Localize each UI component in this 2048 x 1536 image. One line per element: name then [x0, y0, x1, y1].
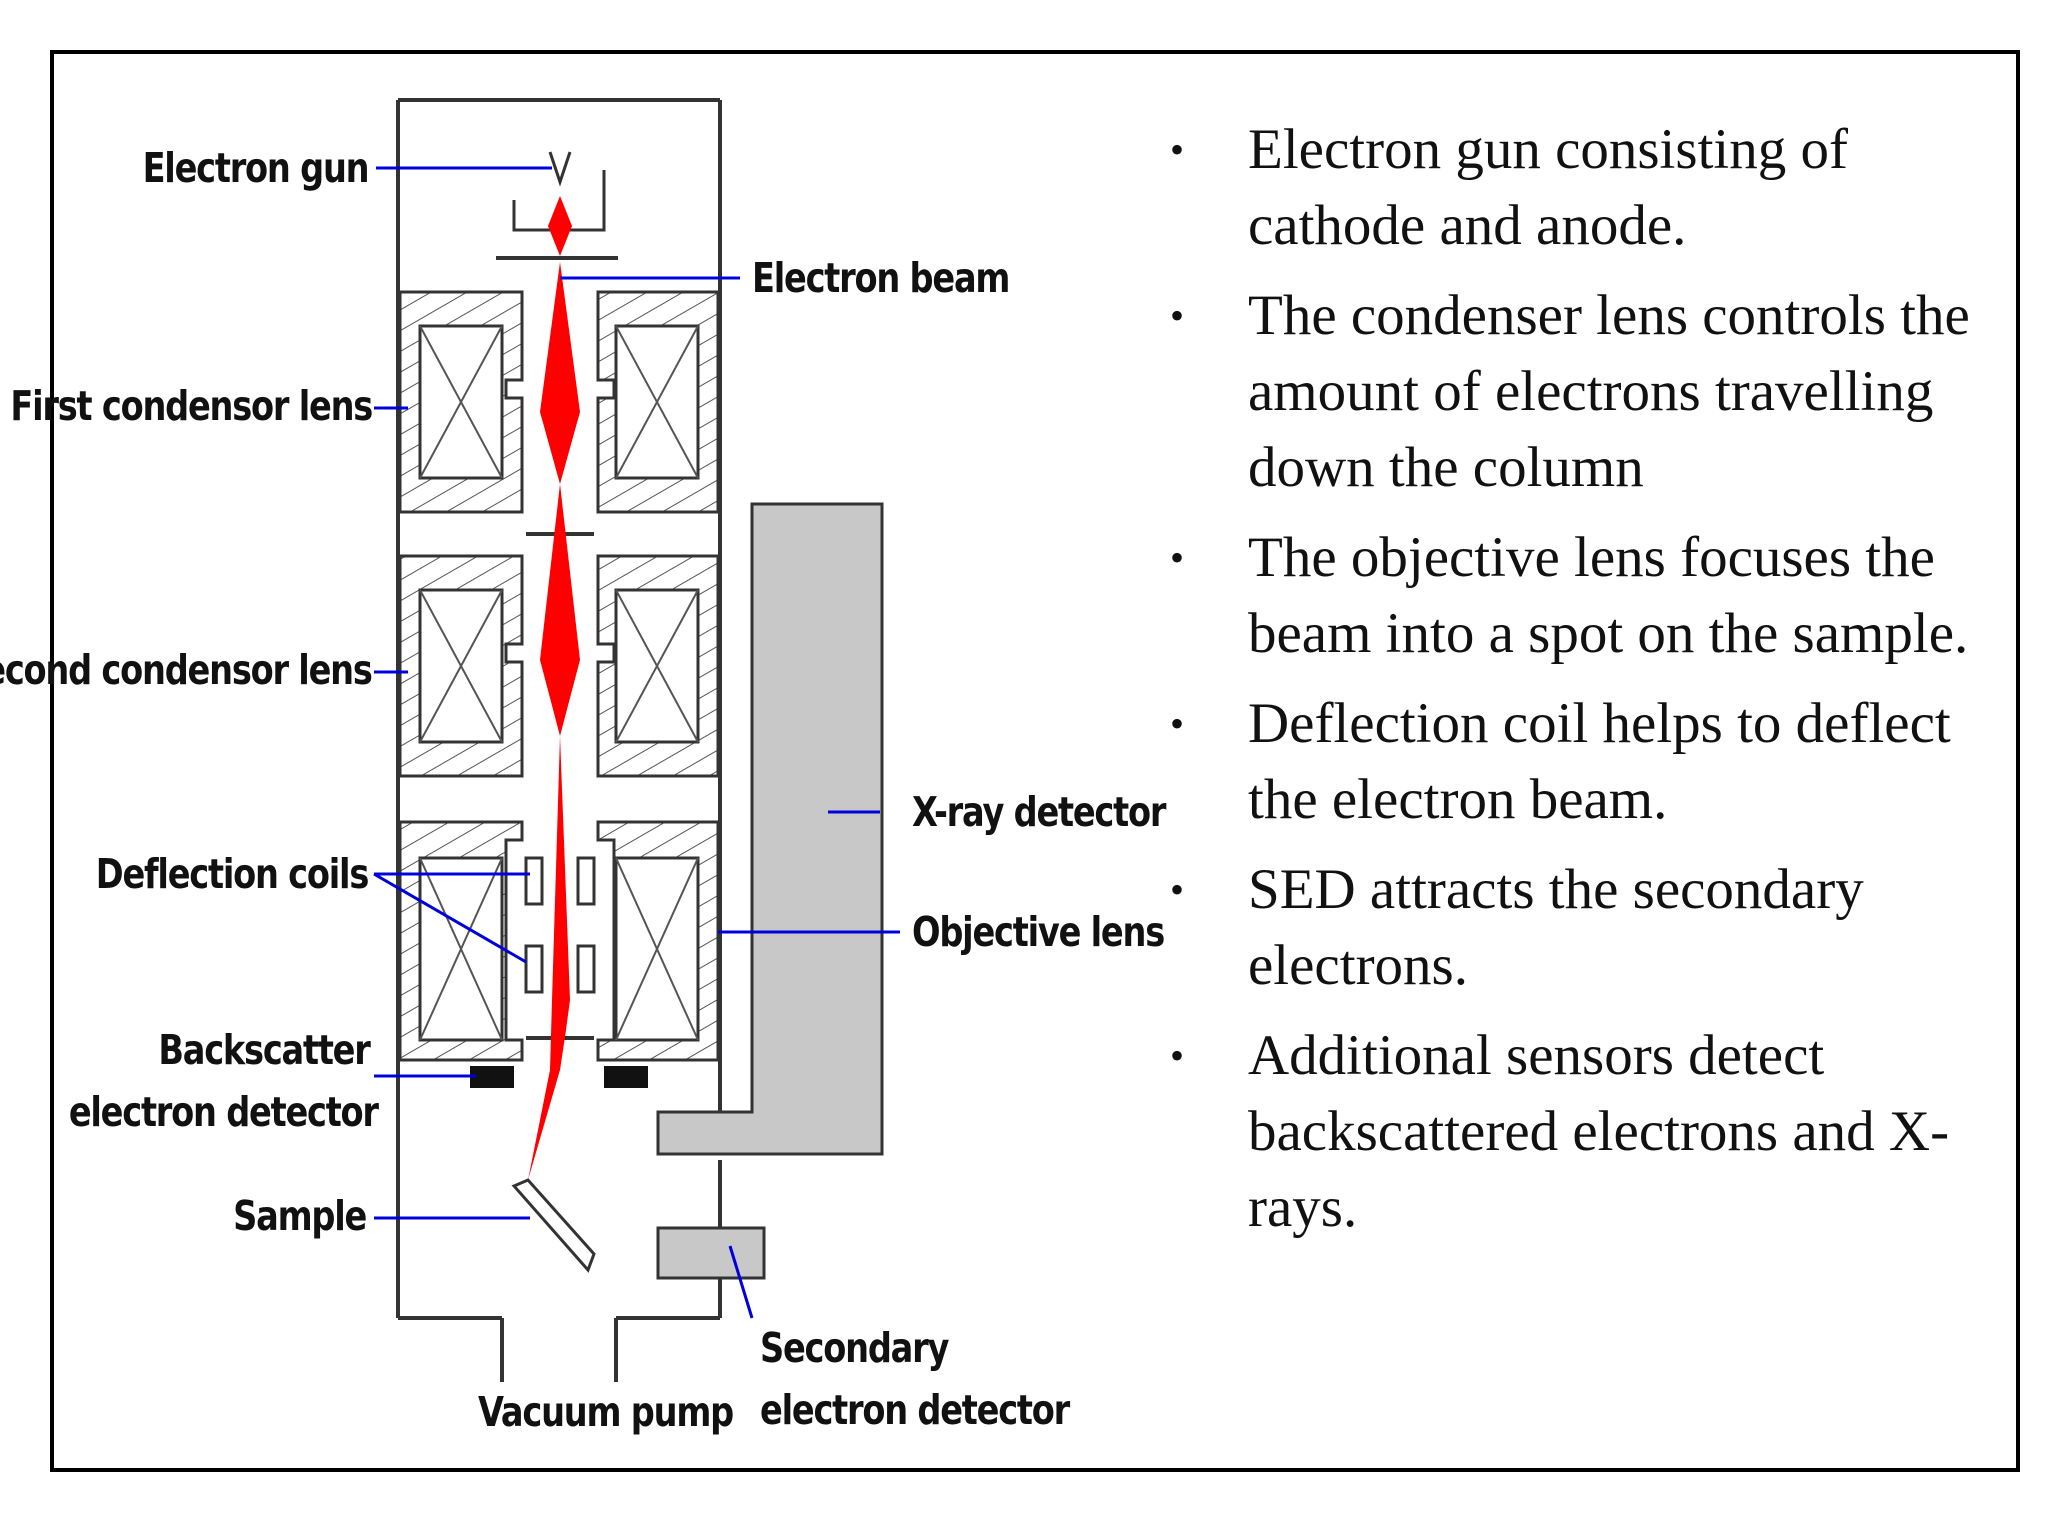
bullet-text: The condenser lens controls the amount o…: [1248, 284, 1970, 499]
first-condensor-lens-shape: [398, 290, 720, 514]
bullet-item: • Additional sensors detect backscattere…: [1160, 1018, 1990, 1246]
objective-lens-shape: [398, 820, 720, 1062]
secondary-detector-shape: [656, 1226, 766, 1280]
label-sample: Sample: [233, 1192, 367, 1240]
bullet-text: Additional sensors detect backscattered …: [1248, 1024, 1950, 1239]
xray-detector-shape: [656, 502, 884, 1156]
bullet-marker: •: [1170, 1033, 1185, 1078]
bullet-marker: •: [1170, 293, 1185, 338]
bullet-text: The objective lens focuses the beam into…: [1248, 526, 1969, 665]
label-secondary-line1: Secondary: [760, 1324, 949, 1372]
electron-beam-shape: [528, 196, 580, 1180]
label-backscatter-line2: electron detector: [69, 1088, 379, 1136]
bullet-text: Deflection coil helps to deflect the ele…: [1248, 692, 1951, 831]
bullet-marker: •: [1170, 867, 1185, 912]
slide-frame: [50, 50, 2020, 1472]
bullet-text: Electron gun consisting of cathode and a…: [1248, 118, 1848, 257]
bullet-list: • Electron gun consisting of cathode and …: [1160, 112, 1990, 1260]
label-deflection-coils: Deflection coils: [95, 850, 370, 898]
label-second-condensor-lens: Second condensor lens: [0, 646, 373, 694]
bullet-marker: •: [1170, 127, 1185, 172]
label-secondary-line2: electron detector: [760, 1386, 1070, 1434]
bullet-item: • SED attracts the secondary electrons.: [1160, 852, 1990, 1004]
label-xray-detector: X-ray detector: [912, 788, 1166, 836]
backscatter-block-right: [604, 1066, 648, 1088]
bullet-text: SED attracts the secondary electrons.: [1248, 858, 1864, 997]
bullet-item: • The objective lens focuses the beam int…: [1160, 520, 1990, 672]
column-outline: [396, 98, 722, 1382]
bullet-item: • The condenser lens controls the amount …: [1160, 278, 1990, 506]
label-backscatter-line1: Backscatter: [158, 1026, 371, 1074]
label-electron-gun: Electron gun: [142, 144, 369, 192]
deflection-coils-shape: [524, 856, 596, 994]
bullet-marker: •: [1170, 535, 1185, 580]
label-electron-beam: Electron beam: [752, 254, 1010, 302]
bullet-marker: •: [1170, 701, 1185, 746]
label-first-condensor-lens: First condensor lens: [10, 382, 373, 430]
bullet-item: • Electron gun consisting of cathode and …: [1160, 112, 1990, 264]
leader-lines: [373, 166, 900, 1319]
label-objective-lens: Objective lens: [912, 908, 1165, 956]
sample-shape: [511, 1178, 596, 1273]
label-vacuum-pump: Vacuum pump: [477, 1388, 734, 1436]
second-condensor-lens-shape: [398, 554, 720, 778]
backscatter-block-left: [470, 1066, 514, 1088]
bullet-item: • Deflection coil helps to deflect the el…: [1160, 686, 1990, 838]
